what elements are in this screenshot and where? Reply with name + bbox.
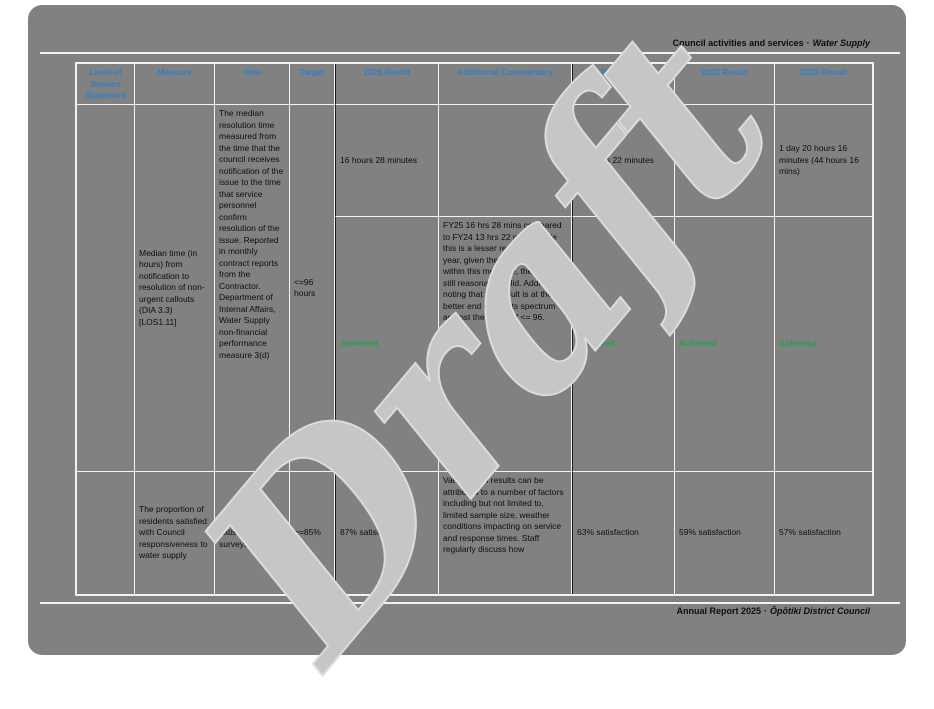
header-rule: [40, 52, 900, 54]
running-footer-report: Annual Report 2025: [676, 606, 761, 616]
cell-row2-measure: The proportion of residents satisfied wi…: [135, 472, 215, 594]
running-footer-separator: ·: [763, 606, 767, 616]
col-header-additional-commentary: Additional Commentary: [439, 64, 572, 105]
cell-row2-2025-result: 87% satisfaction: [335, 472, 439, 594]
cell-row1-los-statement: [77, 105, 135, 472]
col-header-measure: Measure: [135, 64, 215, 105]
cell-row1-2023-status: Achieved: [675, 217, 775, 472]
running-header-subsection: Water Supply: [812, 38, 870, 48]
cell-row1-target: <=96 hours: [290, 105, 335, 472]
cell-row1-commentary: FY25 16 hrs 28 mins compared to FY24 13 …: [439, 217, 572, 472]
cell-row2-2023-result: 59% satisfaction: [675, 472, 775, 594]
running-footer: Annual Report 2025·Ōpōtiki District Coun…: [676, 606, 870, 616]
cell-row1-2024-status: Achieved: [572, 217, 675, 472]
col-header-2025-result: 2025 Result: [335, 64, 439, 105]
col-header-2022-result: 2022 Result: [775, 64, 872, 105]
cell-row1-how: The median resolution time measured from…: [215, 105, 290, 472]
cell-row2-los-statement: [77, 472, 135, 594]
col-header-level-of-service: Level of Service Statement: [77, 64, 135, 105]
col-header-target: Target: [290, 64, 335, 105]
running-header-section: Council activities and services: [672, 38, 804, 48]
performance-measures-table: Level of Service Statement Measure How T…: [75, 62, 874, 596]
cell-row1-2025-time: 16 hours 28 minutes: [335, 105, 439, 217]
cell-row1-2022-time: 1 day 20 hours 16 minutes (44 hours 16 m…: [775, 105, 872, 217]
col-header-2024-result: 2024 Result: [572, 64, 675, 105]
col-header-2023-result: 2023 Result: [675, 64, 775, 105]
cell-row2-2024-result: 63% satisfaction: [572, 472, 675, 594]
cell-row1-2023-time: 15.67 hours: [675, 105, 775, 217]
cell-row2-2022-result: 57% satisfaction: [779, 527, 841, 538]
running-header: Council activities and services·Water Su…: [673, 38, 870, 48]
running-footer-council: Ōpōtiki District Council: [769, 606, 870, 616]
cell-row2-how: Resident satisfaction surveys: [215, 472, 290, 594]
cell-row2-target: >=85%: [290, 472, 335, 594]
cell-row1-commentary-spacer: [439, 105, 572, 217]
running-header-separator: ·: [806, 38, 810, 48]
footer-rule: [40, 602, 900, 604]
document-page: [28, 5, 906, 655]
cell-row1-2022-status: Achieved: [775, 217, 872, 472]
cell-row2-commentary: Variability in results can be attributed…: [439, 472, 572, 594]
col-header-how: How: [215, 64, 290, 105]
cell-row1-2024-time: 13 hours 22 minutes: [572, 105, 675, 217]
cell-row1-measure: Median time (in hours) from notification…: [135, 105, 215, 472]
cell-row1-2025-status: Achieved: [335, 217, 439, 472]
